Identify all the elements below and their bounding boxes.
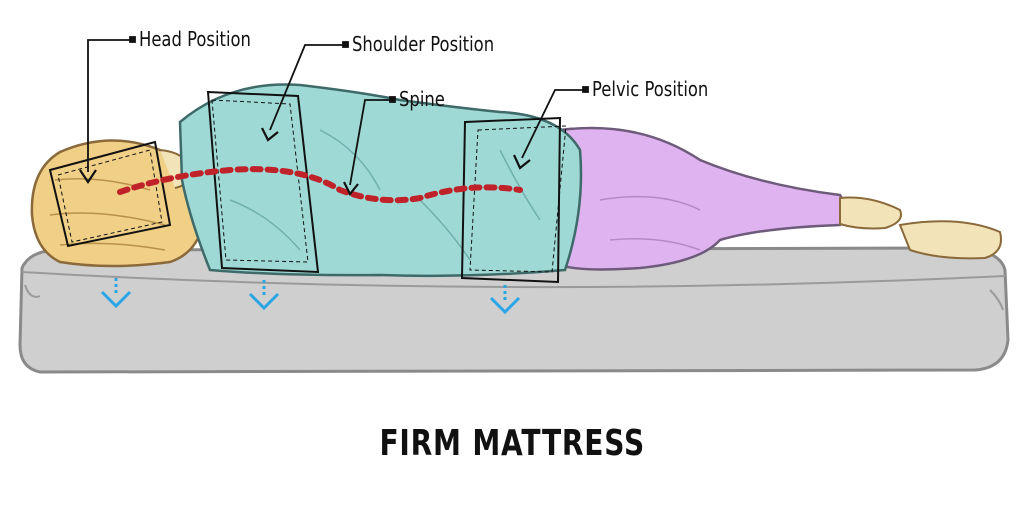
spine-line bbox=[117, 166, 523, 204]
mattress bbox=[18, 246, 1010, 374]
caption: FIRM MATTRESS bbox=[0, 426, 1024, 462]
head-position-box bbox=[48, 140, 172, 248]
head-position-label: Head Position bbox=[139, 27, 251, 51]
shoulder-position-label: Shoulder Position bbox=[352, 32, 495, 56]
legs bbox=[558, 126, 1002, 271]
pelvic-position-label: Pelvic Position bbox=[592, 77, 709, 101]
spine-label: Spine bbox=[399, 87, 445, 111]
caption-text: FIRM MATTRESS bbox=[379, 423, 645, 464]
shoulder-position-box bbox=[206, 90, 320, 274]
pressure-arrow-head bbox=[100, 278, 132, 309]
head bbox=[30, 139, 207, 268]
pressure-arrow-shoulder bbox=[248, 280, 280, 311]
arrowheads bbox=[79, 127, 531, 197]
pressure-arrows bbox=[100, 278, 521, 315]
pressure-arrow-pelvic bbox=[489, 285, 521, 315]
torso bbox=[178, 83, 583, 278]
leader-lines bbox=[87, 36, 589, 186]
